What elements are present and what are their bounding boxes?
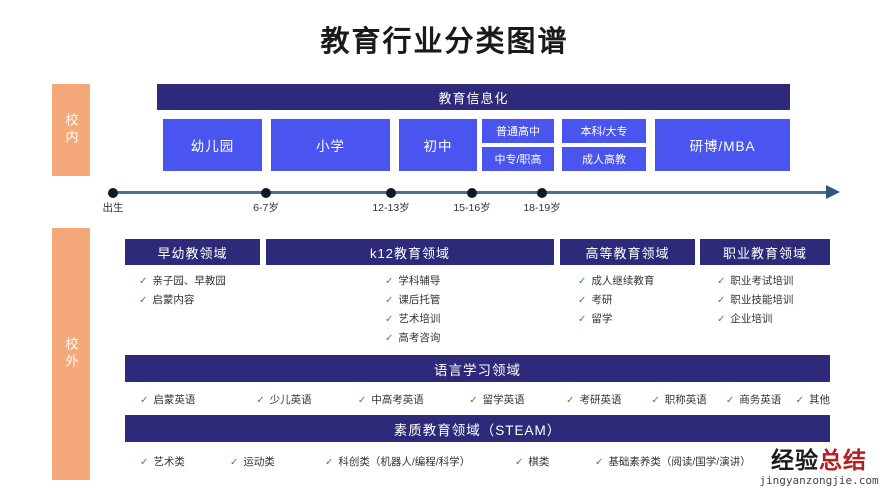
list-item: ✓棋类 (515, 455, 550, 468)
check-icon: ✓ (595, 456, 604, 468)
domain-head-k12[interactable]: k12教育领域 (266, 239, 554, 265)
stage-box-bachelor-college[interactable]: 本科/大专 (562, 119, 646, 143)
list-item: ✓高考咨询 (385, 332, 441, 344)
watermark: 经验总结 jingyanzongjie.com (754, 449, 884, 495)
list-item: ✓职业考试培训 (717, 275, 794, 287)
list-item: ✓运动类 (230, 455, 275, 468)
list-item: ✓留学英语 (469, 393, 525, 406)
band-head-quality-education[interactable]: 素质教育领域（STEAM） (125, 415, 830, 442)
stage-box-graduate-mba[interactable]: 研博/MBA (655, 119, 790, 171)
domain-list-early-childhood: ✓亲子园、早教园 ✓启蒙内容 (139, 272, 226, 310)
check-icon: ✓ (140, 456, 149, 468)
list-item: ✓成人继续教育 (578, 275, 655, 287)
list-item: ✓艺术培训 (385, 313, 441, 325)
band-items-language-learning: ✓启蒙英语 ✓少儿英语 ✓中高考英语 ✓留学英语 ✓考研英语 ✓职称英语 ✓商务… (125, 390, 830, 408)
watermark-url: jingyanzongjie.com (759, 474, 879, 487)
check-icon: ✓ (256, 394, 265, 406)
check-icon: ✓ (717, 295, 726, 306)
list-item: ✓中高考英语 (357, 393, 424, 406)
check-icon: ✓ (385, 333, 394, 344)
list-item: ✓职业技能培训 (717, 294, 794, 306)
list-item: ✓企业培训 (717, 313, 773, 325)
timeline-label-1: 6-7岁 (253, 202, 279, 214)
timeline-dot (386, 188, 396, 198)
domain-head-early-childhood[interactable]: 早幼教领域 (125, 239, 260, 265)
check-icon: ✓ (725, 394, 735, 406)
stage-box-junior-high[interactable]: 初中 (399, 119, 477, 171)
stage-box-primary[interactable]: 小学 (271, 119, 390, 171)
list-item: ✓启蒙内容 (139, 294, 195, 306)
band-items-quality-education: ✓艺术类 ✓运动类 ✓科创类（机器人/编程/科学） ✓棋类 ✓基础素养类（阅读/… (125, 452, 830, 470)
domain-head-higher-education[interactable]: 高等教育领域 (560, 239, 695, 265)
check-icon: ✓ (325, 456, 334, 468)
stage-box-senior-high[interactable]: 普通高中 (482, 119, 554, 143)
check-icon: ✓ (385, 295, 394, 306)
check-icon: ✓ (717, 314, 726, 325)
timeline-label-4: 18-19岁 (523, 202, 561, 214)
stage-box-adult-higher-education[interactable]: 成人高教 (562, 147, 646, 171)
list-item: ✓考研 (578, 294, 613, 306)
list-item: ✓职称英语 (651, 393, 707, 406)
watermark-brand: 经验总结 (754, 449, 884, 474)
domain-list-vocational-education: ✓职业考试培训 ✓职业技能培训 ✓企业培训 (717, 272, 793, 329)
check-icon: ✓ (578, 276, 587, 287)
check-icon: ✓ (578, 295, 587, 306)
rail-in-school-label: 校内 (63, 113, 79, 147)
list-item: ✓商务英语 (725, 393, 782, 406)
list-item: ✓考研英语 (566, 393, 622, 406)
check-icon: ✓ (140, 394, 149, 406)
check-icon: ✓ (385, 276, 394, 287)
timeline-dot (108, 188, 118, 198)
check-icon: ✓ (651, 394, 660, 406)
list-item: ✓科创类（机器人/编程/科学） (325, 455, 471, 468)
check-icon: ✓ (139, 295, 148, 306)
page-title: 教育行业分类图谱 (320, 26, 569, 58)
list-item: ✓亲子园、早教园 (139, 275, 226, 287)
check-icon: ✓ (566, 394, 575, 406)
watermark-brand-right: 总结 (819, 448, 867, 474)
check-icon: ✓ (717, 276, 726, 287)
timeline-label-2: 12-13岁 (372, 202, 410, 214)
domain-head-vocational-education[interactable]: 职业教育领域 (700, 239, 830, 265)
check-icon: ✓ (469, 394, 478, 406)
rail-in-school: 校内 (52, 84, 90, 176)
list-item: ✓课后托管 (385, 294, 441, 306)
check-icon: ✓ (385, 314, 394, 325)
check-icon: ✓ (578, 314, 587, 325)
band-head-language-learning[interactable]: 语言学习领域 (125, 355, 830, 382)
timeline-dot (261, 188, 271, 198)
list-item: ✓留学 (578, 313, 613, 325)
check-icon: ✓ (515, 456, 524, 468)
timeline-arrow-icon (826, 185, 840, 199)
timeline-label-3: 15-16岁 (453, 202, 491, 214)
watermark-brand-left: 经验 (771, 448, 819, 474)
banner-education-informatization: 教育信息化 (157, 84, 790, 110)
check-icon: ✓ (795, 394, 804, 406)
list-item: ✓少儿英语 (256, 393, 312, 406)
domain-list-k12: ✓学科辅导 ✓课后托管 ✓艺术培训 ✓高考咨询 (385, 272, 440, 348)
timeline-dot (467, 188, 477, 198)
rail-out-school-label: 校外 (63, 337, 79, 371)
check-icon: ✓ (230, 456, 239, 468)
stage-box-kindergarten[interactable]: 幼儿园 (163, 119, 262, 171)
timeline-label-0: 出生 (102, 202, 124, 214)
check-icon: ✓ (139, 276, 148, 287)
check-icon: ✓ (357, 394, 367, 406)
rail-out-school: 校外 (52, 228, 90, 480)
domain-list-higher-education: ✓成人继续教育 ✓考研 ✓留学 (578, 272, 654, 329)
list-item: ✓启蒙英语 (140, 393, 196, 406)
list-item: ✓基础素养类（阅读/国学/演讲） (595, 455, 751, 468)
list-item: ✓艺术类 (140, 455, 185, 468)
list-item: ✓其他 (795, 393, 830, 406)
stage-box-vocational-high[interactable]: 中专/职高 (482, 147, 554, 171)
list-item: ✓学科辅导 (385, 275, 441, 287)
timeline-dot (537, 188, 547, 198)
